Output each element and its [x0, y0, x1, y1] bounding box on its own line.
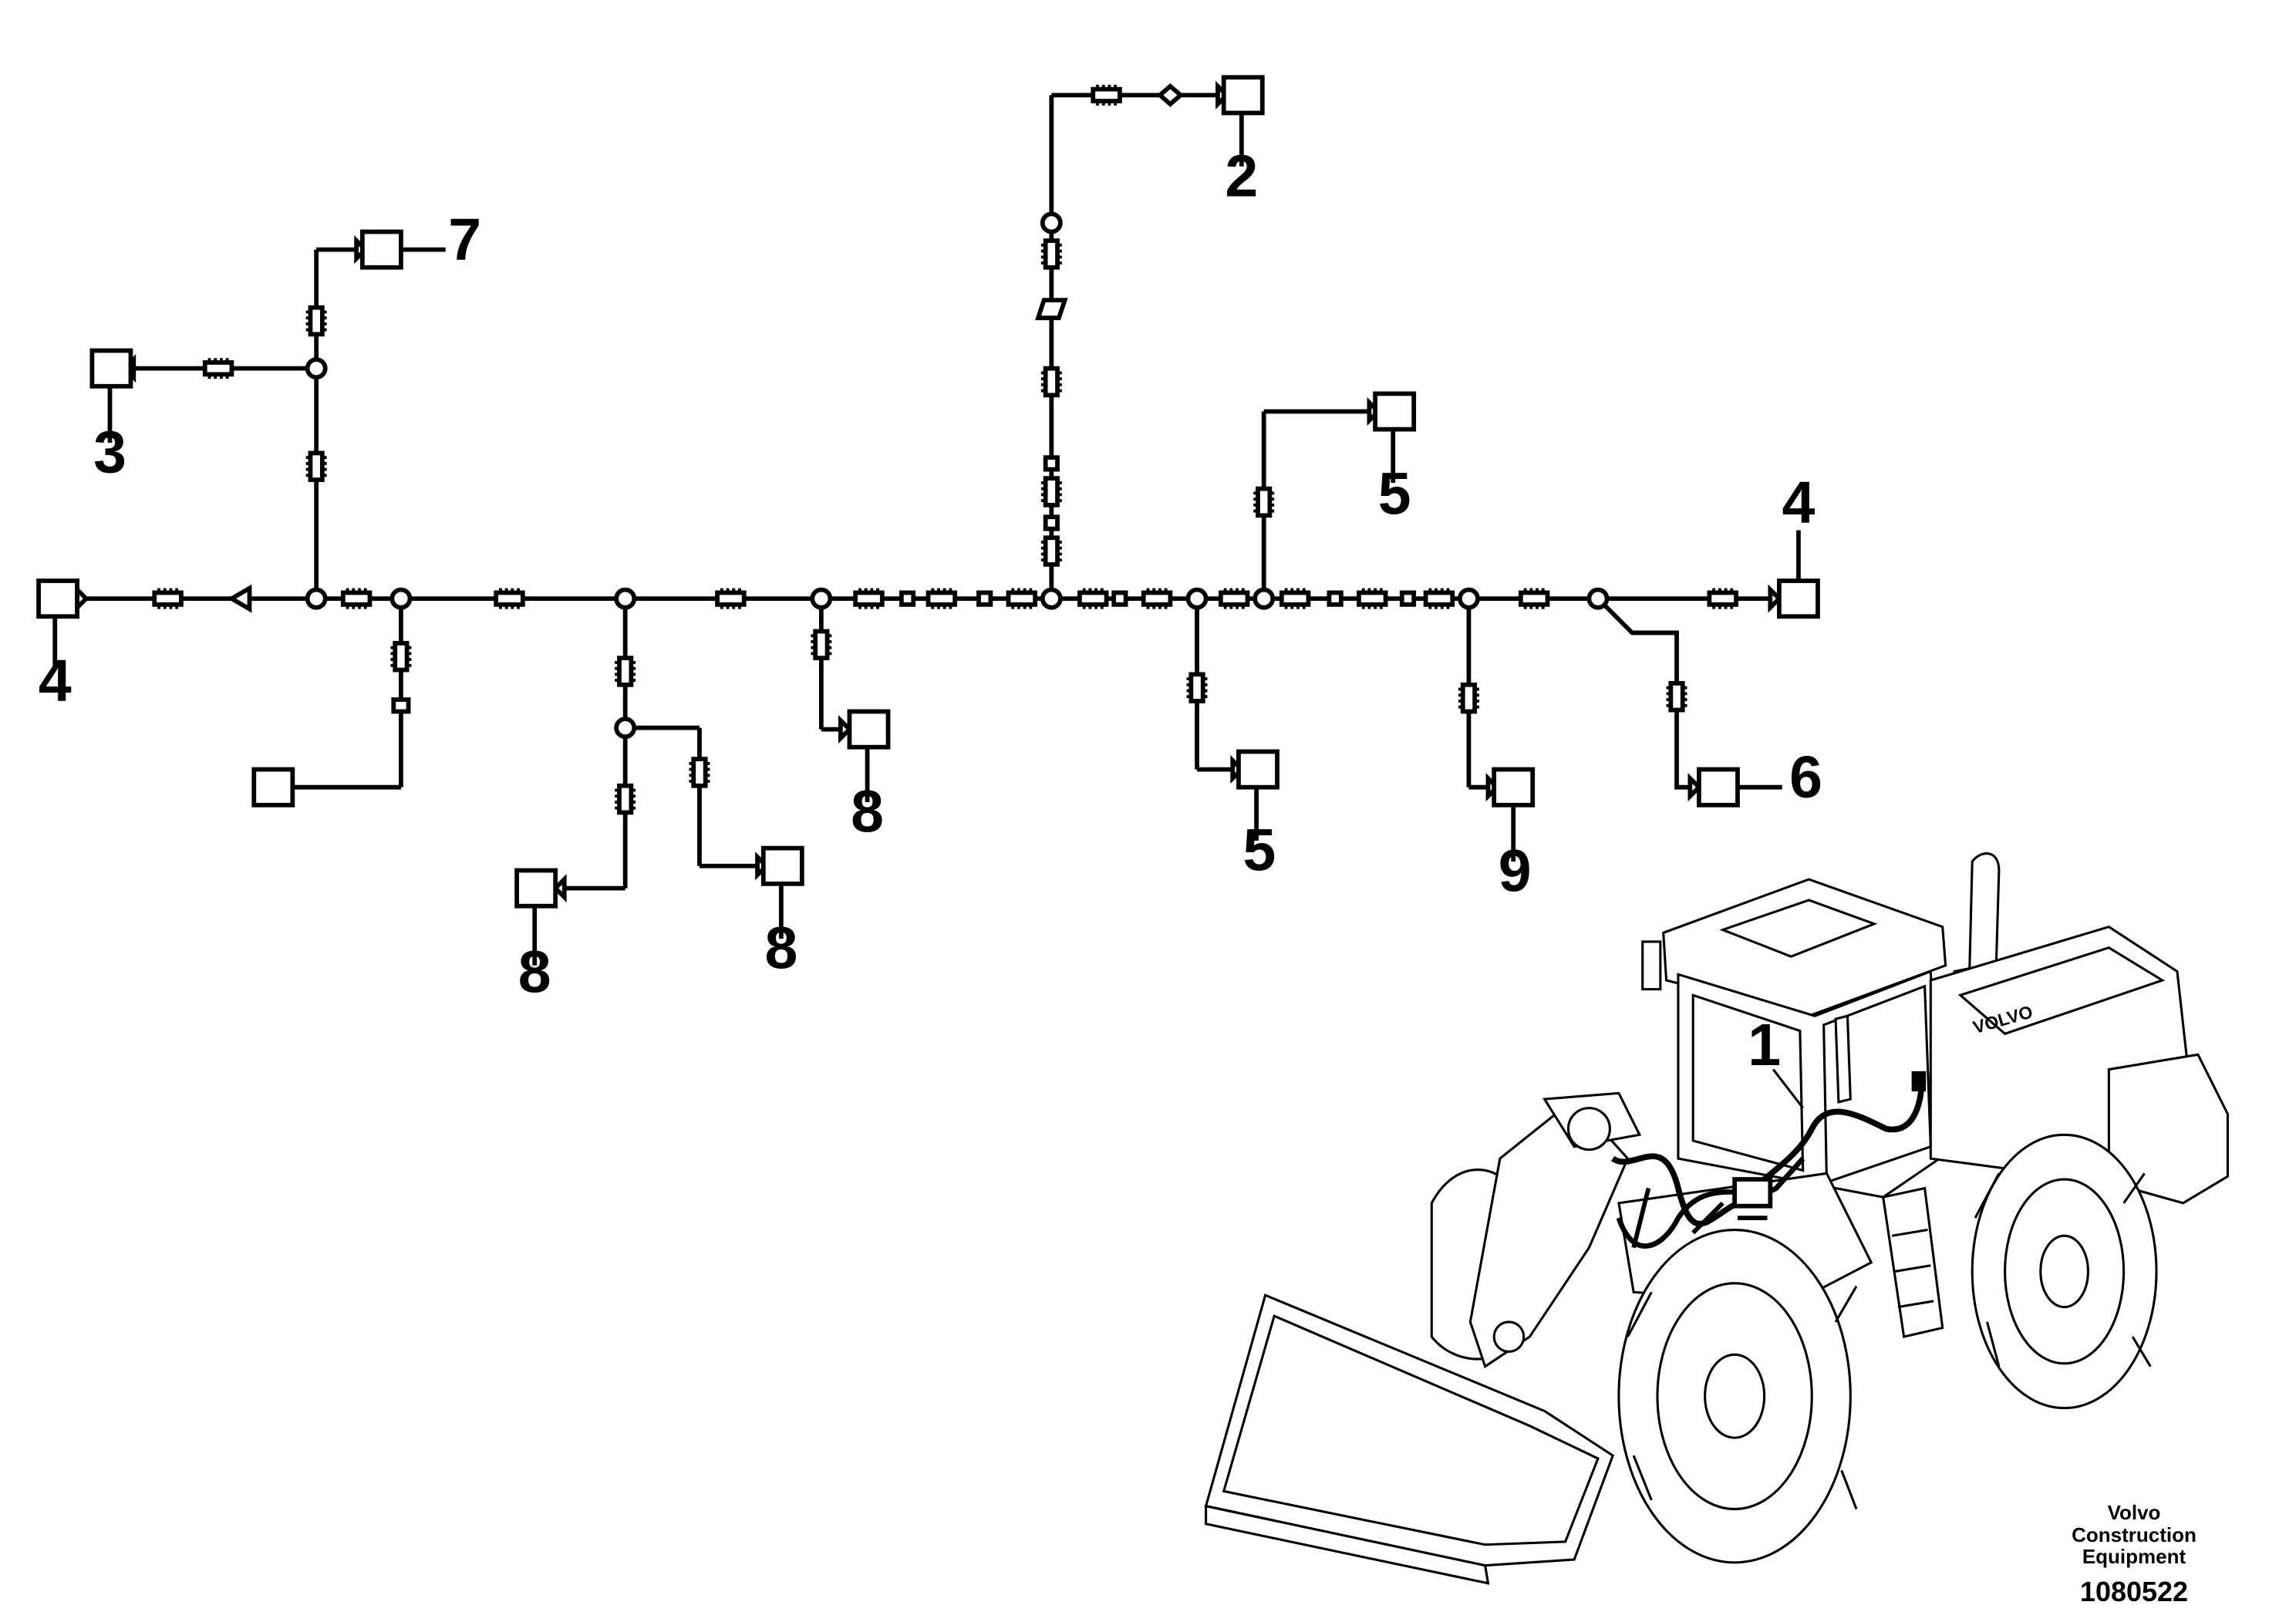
figure-number: 1080522 — [2079, 1576, 2189, 1607]
branch-right-6 — [1596, 597, 1782, 808]
callout-8-bottom-mid: 8 — [764, 916, 797, 982]
main-harness — [36, 578, 1820, 619]
callout-8-bottom-left: 8 — [518, 939, 551, 1005]
branch-top — [1034, 75, 1265, 599]
publisher-credit: Volvo Construction Equipment — [2057, 1502, 2211, 1568]
callout-3: 3 — [93, 419, 126, 485]
branch-right-9 — [1458, 599, 1536, 862]
component-5-upper — [1373, 391, 1417, 432]
component-2 — [1221, 75, 1265, 116]
component-4-right — [1776, 578, 1820, 619]
callout-5-upper: 5 — [1378, 460, 1411, 527]
publisher-line-2: Equipment — [2082, 1545, 2186, 1569]
callout-5-lower: 5 — [1242, 818, 1276, 884]
callout-7: 7 — [448, 207, 481, 273]
wheel-loader-illustration: VOLVO — [1204, 852, 2229, 1585]
branch-right-lower-5 — [1187, 599, 1279, 841]
callout-1: 1 — [1748, 1012, 1781, 1078]
component-3 — [89, 348, 133, 389]
branch-middle-left — [514, 599, 804, 966]
component-6 — [1697, 767, 1740, 808]
callout-4-right: 4 — [1782, 470, 1815, 536]
component-5-lower — [1236, 749, 1279, 790]
component-8-middle — [847, 709, 891, 750]
callout-8-middle: 8 — [851, 778, 884, 845]
component-8-bottom-mid — [760, 845, 804, 886]
component-9 — [1492, 767, 1536, 808]
publisher-line-1: Volvo Construction — [2072, 1501, 2197, 1546]
branch-middle — [811, 599, 891, 802]
component-7 — [359, 229, 403, 270]
callout-4-left: 4 — [39, 648, 72, 714]
component-8-bottom-left — [514, 868, 558, 909]
component-4-left — [36, 578, 80, 619]
branch-right-upper-5 — [1253, 391, 1417, 599]
component-unlabeled — [251, 767, 295, 808]
branch-upper-left — [89, 229, 446, 599]
arrow-marker — [227, 584, 252, 613]
branch-lower-left — [251, 599, 411, 808]
junction-nodes — [305, 587, 1610, 610]
callout-9: 9 — [1499, 838, 1532, 904]
callout-6: 6 — [1789, 744, 1822, 811]
callout-2: 2 — [1225, 143, 1258, 209]
